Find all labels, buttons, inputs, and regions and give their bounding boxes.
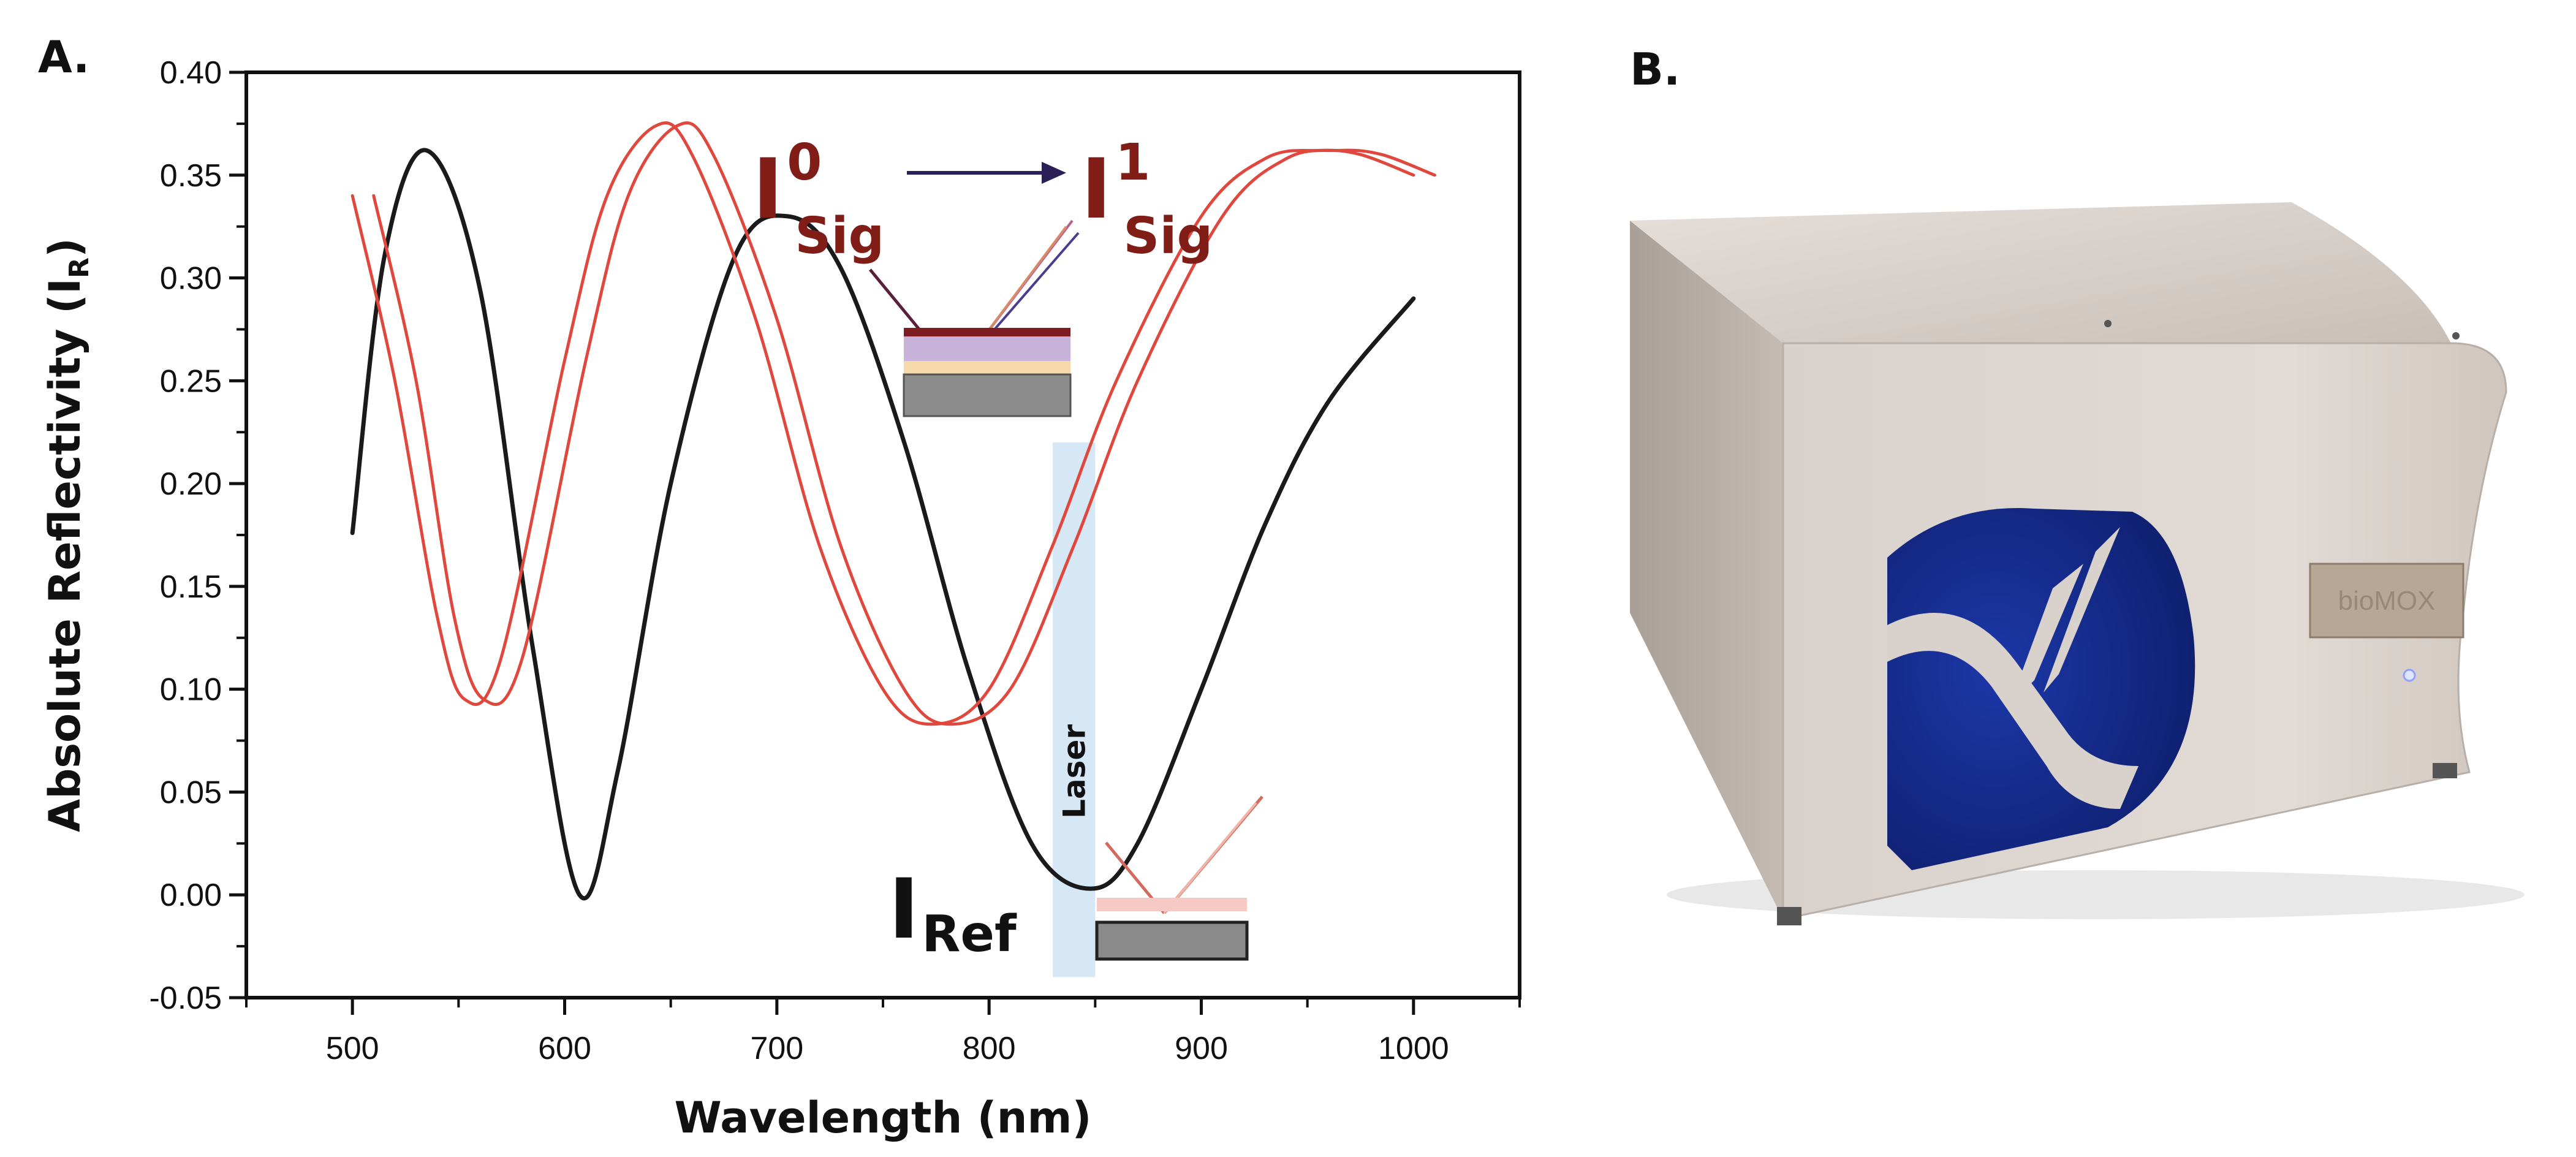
annotation-i1-sub: Sig: [1123, 207, 1213, 265]
annotation-i0-sup: 0: [787, 134, 822, 192]
panel-label-a: A.: [38, 31, 89, 83]
y-tick-label: 0.25: [160, 363, 222, 399]
device-photo: B. bioMOX: [1630, 44, 2525, 925]
device-foot: [1777, 907, 1801, 925]
device-side-panel: [1630, 221, 1783, 919]
y-tick-label: -0.05: [149, 981, 222, 1016]
device-nameplate-text: bioMOX: [2338, 586, 2436, 616]
annotation-i-ref: IRef: [888, 861, 1017, 963]
annotation-ref-main: I: [888, 861, 919, 957]
y-tick-label: 0.05: [160, 775, 222, 810]
annotation-i1-sup: 1: [1115, 134, 1150, 192]
reference-stack-diagram: [1095, 795, 1263, 961]
axis-ticks: 500 600 700 800 900 1000 -0.05 0.00 0.05 0.10 0.15…: [149, 55, 1521, 1066]
y-axis-title-main: Absolute Reflectivity (I: [40, 278, 90, 832]
laser-label: Laser: [1057, 724, 1093, 819]
y-axis-title-end: ): [40, 238, 90, 257]
x-tick-label: 600: [538, 1031, 591, 1066]
laser-band: [1053, 442, 1096, 977]
y-tick-label: 0.15: [160, 569, 222, 605]
panel-label-b: B.: [1630, 44, 1680, 95]
series-line-3: [372, 121, 1436, 726]
annotation-i0-sub: Sig: [795, 207, 884, 265]
annotation-i1-main: I: [1081, 141, 1112, 237]
x-tick-label: 1000: [1378, 1031, 1449, 1066]
y-tick-label: 0.35: [160, 158, 222, 194]
device-top-panel: [1630, 202, 2451, 343]
y-tick-label: 0.40: [160, 55, 222, 91]
y-tick-label: 0.10: [160, 672, 222, 708]
series-line-2: [350, 121, 1415, 726]
annotation-arrow-head: [1042, 162, 1066, 184]
y-axis-title: Absolute Reflectivity (IR): [40, 238, 95, 832]
x-tick-label: 500: [326, 1031, 379, 1066]
y-tick-label: 0.20: [160, 466, 222, 502]
x-tick-label: 900: [1175, 1031, 1228, 1066]
x-tick-label: 800: [963, 1031, 1016, 1066]
device-foot: [2433, 763, 2457, 778]
screw-icon: [2452, 332, 2460, 340]
annotation-ref-sub: Ref: [922, 905, 1017, 963]
device-nameplate: [2309, 563, 2464, 639]
reflectivity-chart: A. Laser 500 600 700 800 900 1000 -0.05 0.00 0.0…: [38, 31, 1521, 1143]
device-logo: [1887, 508, 2195, 870]
annotation-i0-main: I: [752, 141, 783, 237]
y-axis-title-sub: R: [64, 257, 95, 278]
x-tick-label: 700: [750, 1031, 803, 1066]
screw-icon: [2104, 320, 2112, 327]
x-axis-title: Wavelength (nm): [675, 1093, 1092, 1143]
y-tick-label: 0.00: [160, 878, 222, 913]
series-group: [350, 121, 1436, 901]
signal-stack-diagram: [869, 219, 1080, 417]
y-tick-label: 0.30: [160, 261, 222, 297]
series-line-1: [350, 148, 1416, 901]
status-light-icon: [2403, 669, 2416, 682]
